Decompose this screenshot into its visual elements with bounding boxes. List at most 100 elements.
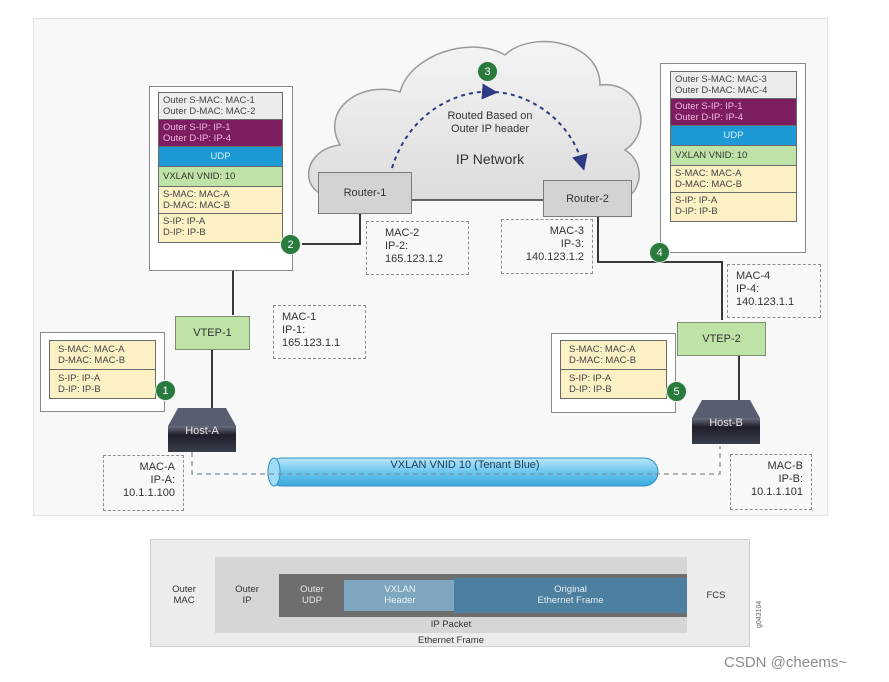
inner-mac-layer: S-MAC: MAC-A D-MAC: MAC-B bbox=[671, 166, 796, 193]
host-b-device bbox=[692, 400, 760, 444]
step-1-badge: 1 bbox=[155, 380, 176, 401]
outer-mac-layer: Outer S-MAC: MAC-3 Outer D-MAC: MAC-4 bbox=[671, 72, 796, 99]
vtep-1[interactable]: VTEP-1 bbox=[175, 316, 250, 350]
outer-dmac: Outer D-MAC: MAC-2 bbox=[163, 106, 256, 117]
vxlan-frame-format: Outer MAC Outer IP Outer UDP VXLAN Heade… bbox=[150, 539, 750, 647]
packet-stack-step4: Outer S-MAC: MAC-3 Outer D-MAC: MAC-4 Ou… bbox=[670, 71, 797, 222]
vxlan-header-line2: Header bbox=[384, 595, 416, 606]
host-b-mac: MAC-B bbox=[767, 460, 803, 472]
vxlan-tunnel-label: VXLAN VNID 10 (Tenant Blue) bbox=[390, 459, 540, 471]
outer-udp-field: Outer UDP bbox=[283, 584, 341, 606]
inner-dmac: D-MAC: MAC-B bbox=[675, 179, 743, 190]
inner-sip: S-IP: IP-A bbox=[569, 373, 612, 384]
udp-layer: UDP bbox=[671, 126, 796, 146]
inner-ip-layer: S-IP: IP-A D-IP: IP-B bbox=[50, 370, 155, 398]
inner-dmac: D-MAC: MAC-B bbox=[163, 200, 231, 211]
router-1-label: Router-1 bbox=[343, 187, 387, 199]
inner-dip: D-IP: IP-B bbox=[675, 206, 718, 217]
packet-stack-step5: S-MAC: MAC-A D-MAC: MAC-B S-IP: IP-A D-I… bbox=[560, 340, 667, 399]
step-2-badge: 2 bbox=[280, 234, 301, 255]
host-a-address-box: MAC-A IP-A: 10.1.1.100 bbox=[103, 455, 184, 511]
figure-id: g043104 bbox=[756, 600, 763, 628]
host-a-ip-label: IP-A: bbox=[150, 474, 175, 486]
vxlan-tunnel-end bbox=[267, 457, 281, 487]
step-5-badge: 5 bbox=[666, 381, 687, 402]
vtep-2[interactable]: VTEP-2 bbox=[677, 322, 766, 356]
host-a-ip: 10.1.1.100 bbox=[123, 487, 175, 499]
inner-sip: S-IP: IP-A bbox=[163, 216, 206, 227]
outer-mac-field: Outer MAC bbox=[159, 584, 209, 606]
step-4-badge: 4 bbox=[649, 242, 670, 263]
outer-dip: Outer D-IP: IP-4 bbox=[675, 112, 744, 123]
routing-note: Routed Based on Outer IP header bbox=[430, 110, 550, 136]
outer-dip: Outer D-IP: IP-4 bbox=[163, 133, 232, 144]
outer-mac-line1: Outer bbox=[172, 584, 196, 595]
packet-stack-step2: Outer S-MAC: MAC-1 Outer D-MAC: MAC-2 Ou… bbox=[158, 92, 283, 243]
vtep-1-address-box: MAC-1 IP-1: 165.123.1.1 bbox=[273, 305, 366, 359]
udp-layer: UDP bbox=[159, 147, 282, 167]
vnid-layer: VXLAN VNID: 10 bbox=[159, 167, 282, 187]
router-1[interactable]: Router-1 bbox=[318, 172, 412, 214]
vtep-1-label: VTEP-1 bbox=[193, 327, 232, 339]
host-b-label: Host-B bbox=[709, 417, 743, 429]
ip-network-label: IP Network bbox=[455, 151, 525, 167]
host-b[interactable]: Host-B bbox=[692, 400, 760, 442]
outer-sip: Outer S-IP: IP-1 bbox=[163, 122, 231, 133]
inner-dip: D-IP: IP-B bbox=[163, 227, 206, 238]
ip-packet-label: IP Packet bbox=[430, 619, 472, 630]
step-3-badge: 3 bbox=[477, 61, 498, 82]
router-1-address-box: MAC-2 IP-2: 165.123.1.2 bbox=[366, 221, 469, 275]
inner-ip-layer: S-IP: IP-A D-IP: IP-B bbox=[671, 193, 796, 221]
link-router1-vtep1 bbox=[302, 214, 361, 245]
outer-dmac: Outer D-MAC: MAC-4 bbox=[675, 85, 768, 96]
original-frame-line1: Original bbox=[554, 584, 587, 595]
vxlan-header-block bbox=[344, 580, 456, 611]
router-1-ip-label: IP-2: bbox=[385, 240, 409, 252]
router-2-ip-label: IP-3: bbox=[560, 238, 584, 250]
original-frame-block bbox=[454, 578, 687, 613]
inner-mac-layer: S-MAC: MAC-A D-MAC: MAC-B bbox=[159, 187, 282, 214]
ethernet-frame-label: Ethernet Frame bbox=[418, 635, 484, 646]
routing-path-arrow bbox=[391, 83, 498, 169]
inner-ip-layer: S-IP: IP-A D-IP: IP-B bbox=[159, 214, 282, 242]
vxlan-header-line1: VXLAN bbox=[384, 584, 416, 595]
vtep-2-address-box: MAC-4 IP-4: 140.123.1.1 bbox=[727, 264, 821, 318]
watermark: CSDN @cheems~ bbox=[724, 654, 848, 671]
packet-stack-step1: S-MAC: MAC-A D-MAC: MAC-B S-IP: IP-A D-I… bbox=[49, 340, 156, 399]
host-a-label: Host-A bbox=[185, 425, 219, 437]
outer-sip: Outer S-IP: IP-1 bbox=[675, 101, 743, 112]
router-2[interactable]: Router-2 bbox=[543, 180, 632, 217]
outer-smac: Outer S-MAC: MAC-1 bbox=[163, 95, 255, 106]
vtep-1-mac: MAC-1 bbox=[282, 311, 317, 323]
host-a-device bbox=[168, 408, 236, 452]
host-a[interactable]: Host-A bbox=[168, 408, 236, 450]
router-2-address-box: MAC-3 IP-3: 140.123.1.2 bbox=[501, 219, 593, 274]
vnid-layer: VXLAN VNID: 10 bbox=[671, 146, 796, 166]
vtep-1-ip: 165.123.1.1 bbox=[282, 337, 341, 349]
router-1-mac: MAC-2 bbox=[385, 227, 420, 239]
routing-note-line1: Routed Based on bbox=[447, 110, 533, 122]
router-2-mac: MAC-3 bbox=[549, 225, 584, 237]
inner-dmac: D-MAC: MAC-B bbox=[58, 355, 126, 366]
router-2-label: Router-2 bbox=[566, 192, 609, 205]
inner-mac-layer: S-MAC: MAC-A D-MAC: MAC-B bbox=[561, 341, 666, 370]
host-b-ip-label: IP-B: bbox=[778, 473, 803, 485]
outer-mac-line2: MAC bbox=[173, 595, 195, 606]
outer-ip-line2: IP bbox=[242, 595, 252, 606]
host-a-mac: MAC-A bbox=[139, 461, 175, 473]
vxlan-header-field: VXLAN Header bbox=[344, 584, 456, 606]
original-frame-field: Original Ethernet Frame bbox=[454, 584, 687, 606]
inner-smac: S-MAC: MAC-A bbox=[569, 344, 636, 355]
outer-ip-line1: Outer bbox=[235, 584, 259, 595]
vtep-2-label: VTEP-2 bbox=[702, 333, 741, 345]
inner-smac: S-MAC: MAC-A bbox=[58, 344, 125, 355]
inner-mac-layer: S-MAC: MAC-A D-MAC: MAC-B bbox=[50, 341, 155, 370]
inner-dip: D-IP: IP-B bbox=[569, 384, 612, 395]
outer-mac-layer: Outer S-MAC: MAC-1 Outer D-MAC: MAC-2 bbox=[159, 93, 282, 120]
inner-ip-layer: S-IP: IP-A D-IP: IP-B bbox=[561, 370, 666, 398]
router-2-ip: 140.123.1.2 bbox=[525, 251, 584, 263]
outer-ip-layer: Outer S-IP: IP-1 Outer D-IP: IP-4 bbox=[671, 99, 796, 126]
inner-sip: S-IP: IP-A bbox=[675, 195, 718, 206]
host-b-address-box: MAC-B IP-B: 10.1.1.101 bbox=[730, 454, 812, 510]
host-b-dashed-link bbox=[655, 446, 721, 475]
